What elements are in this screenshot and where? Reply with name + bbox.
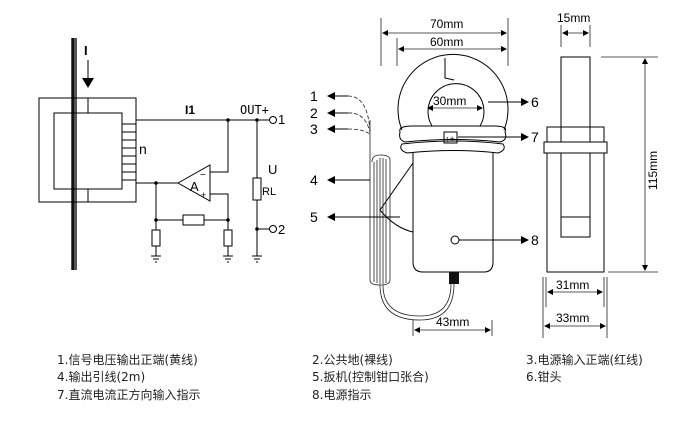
dim-collar-thickness: 33mm [556, 311, 589, 325]
legend-item-8: 8.电源指示 [312, 388, 372, 402]
amplifier: A − + [176, 164, 211, 202]
dim-overall-width: 70mm [430, 17, 463, 31]
legend-item-5: 5.扳机(控制钳口张合) [312, 370, 429, 384]
front-view: 70mm 60mm 30mm ↑+ [310, 17, 539, 336]
svg-text:A: A [190, 179, 199, 194]
resistor-right [223, 229, 233, 247]
direction-indicator [443, 131, 458, 144]
side-body [546, 126, 605, 273]
callout-2: 2 [310, 105, 318, 121]
ground-icon [252, 255, 262, 263]
cable-connector [449, 272, 459, 284]
callout-3: 3 [310, 121, 318, 137]
dim-jaw-thickness: 15mm [557, 11, 590, 25]
terminal-2 [269, 225, 277, 233]
svg-text:+: + [201, 190, 206, 200]
magnetic-core [38, 97, 137, 203]
callout-5: 5 [310, 209, 318, 225]
callout-6: 6 [531, 94, 539, 110]
legend-item-6: 6.钳头 [526, 370, 562, 384]
terminal-1 [269, 116, 277, 124]
secondary-current-label: I1 [185, 103, 195, 117]
svg-text:↑+: ↑+ [445, 134, 455, 144]
output-cable [369, 120, 455, 321]
legend-item-3: 3.电源输入正端(红线) [526, 353, 643, 367]
clamp-body [412, 153, 494, 273]
terminal-1-label: 1 [278, 112, 285, 127]
dim-jaw-opening: 30mm [433, 94, 466, 108]
ground-icon [151, 255, 161, 263]
dim-body-thickness: 31mm [556, 278, 589, 292]
trigger [379, 162, 414, 233]
side-collar [543, 141, 608, 154]
circuit-diagram: I n I1 OUT+ 1 A [38, 38, 285, 270]
side-view: 15mm 115mm 31mm 33mm [542, 11, 660, 338]
feedback-resistor [182, 214, 205, 226]
ground-icon [223, 255, 233, 263]
resistor-left [151, 229, 161, 247]
legend-item-2: 2.公共地(裸线) [312, 353, 393, 367]
output-label: OUT+ [240, 103, 269, 117]
callout-1: 1 [310, 88, 318, 104]
dim-height: 115mm [646, 151, 660, 190]
load-resistor [252, 177, 262, 201]
dim-jaw-width: 60mm [430, 35, 463, 49]
secondary-winding [122, 123, 136, 181]
terminal-2-label: 2 [278, 222, 285, 237]
callout-4: 4 [310, 172, 318, 188]
winding-label: n [139, 141, 147, 157]
callout-8: 8 [531, 232, 539, 248]
callout-7: 7 [531, 129, 539, 145]
clamp-jaw [397, 53, 509, 131]
load-label: RL [262, 186, 276, 198]
dim-body-width: 43mm [436, 315, 469, 329]
legend-item-4: 4.输出引线(2m) [57, 370, 146, 384]
legend-item-1: 1.信号电压输出正端(黄线) [57, 353, 198, 367]
current-direction-arrow [82, 78, 94, 88]
current-label: I [84, 43, 88, 58]
legend-item-7: 7.直流电流正方向输入指示 [57, 388, 201, 402]
power-indicator [450, 235, 460, 245]
voltage-label: U [268, 162, 277, 177]
svg-text:−: − [200, 170, 206, 181]
collar [399, 125, 507, 143]
